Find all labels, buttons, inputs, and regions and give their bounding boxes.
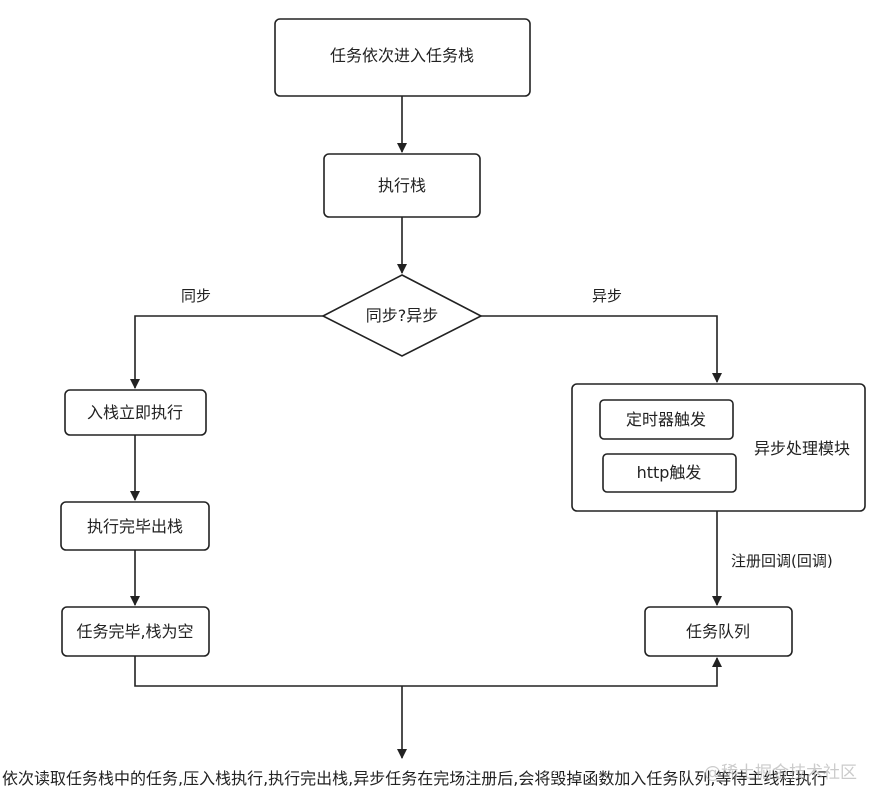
edge-empty-to-queue <box>134 656 722 687</box>
node-timer-label: 定时器触发 <box>626 410 706 429</box>
node-async-module-label: 异步处理模块 <box>754 439 850 458</box>
node-pop-stack: 执行完毕出栈 <box>60 501 210 551</box>
edge-sync <box>130 315 323 389</box>
diagram-caption: 依次读取任务栈中的任务,压入栈执行,执行完出栈,异步任务在完场注册后,会将毁掉函… <box>2 769 828 788</box>
node-exec-stack: 执行栈 <box>323 153 481 218</box>
node-async-module: 异步处理模块 定时器触发 http触发 <box>571 383 866 512</box>
node-task-queue: 任务队列 <box>644 606 793 657</box>
node-decision-label: 同步?异步 <box>366 306 439 325</box>
node-timer: 定时器触发 <box>599 399 734 440</box>
node-push-stack-label: 任务依次进入任务栈 <box>330 46 474 65</box>
edge-async <box>481 315 722 383</box>
edge-register-callback-label: 注册回调(回调) <box>731 552 833 570</box>
node-http: http触发 <box>602 453 737 493</box>
edge-sync-label: 同步 <box>181 287 211 305</box>
node-run-now: 入栈立即执行 <box>64 389 207 436</box>
watermark: @稀土掘金技术社区 <box>704 763 857 783</box>
node-stack-empty-label: 任务完毕,栈为空 <box>76 622 193 641</box>
node-exec-stack-label: 执行栈 <box>378 176 426 195</box>
edge-async-label: 异步 <box>592 287 622 305</box>
node-decision: 同步?异步 <box>321 274 483 357</box>
node-push-stack: 任务依次进入任务栈 <box>274 18 531 97</box>
node-run-now-label: 入栈立即执行 <box>87 403 183 422</box>
node-http-label: http触发 <box>637 463 702 482</box>
node-pop-stack-label: 执行完毕出栈 <box>87 517 183 536</box>
node-task-queue-label: 任务队列 <box>686 622 750 641</box>
node-stack-empty: 任务完毕,栈为空 <box>61 606 210 657</box>
